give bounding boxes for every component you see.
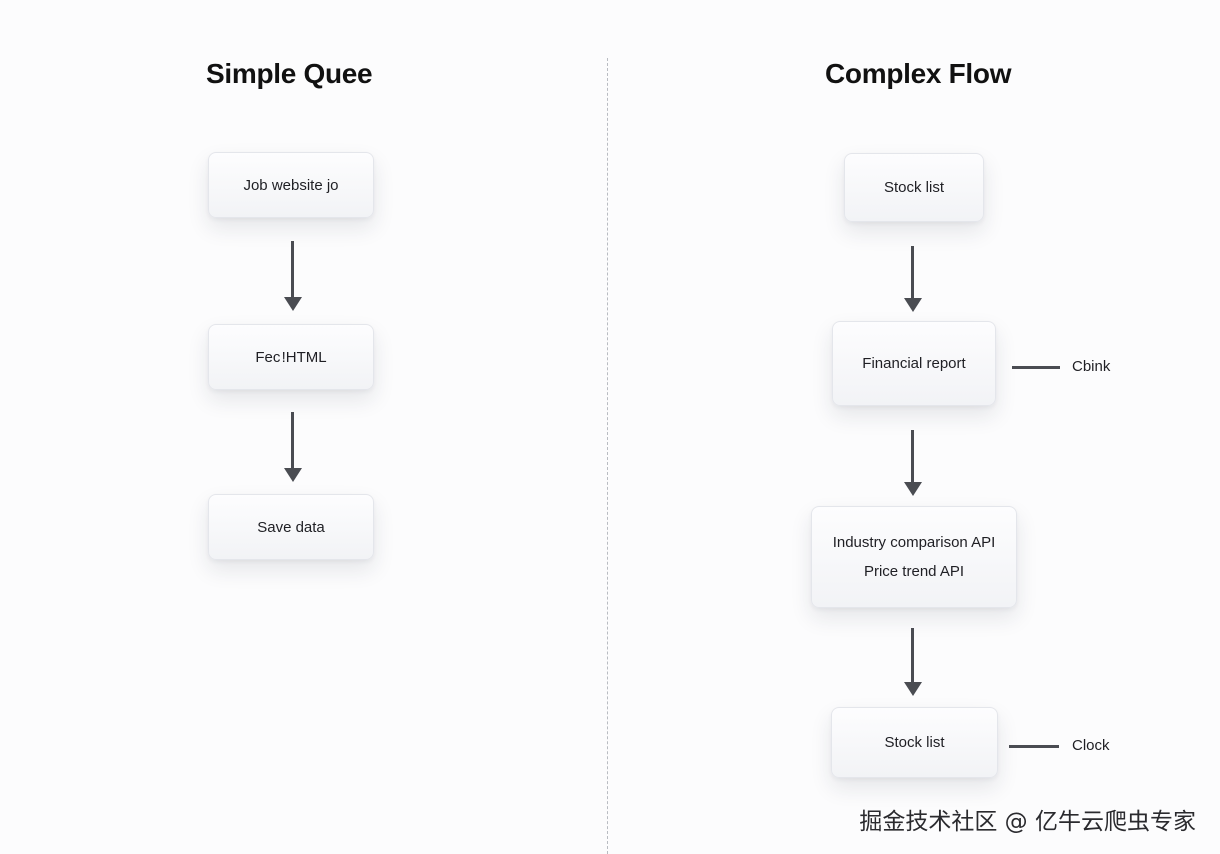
right-node-1-label: Stock list [883,179,944,196]
left-node-3: Save data [208,494,374,560]
left-node-3-label: Save data [257,518,325,536]
right-title: Complex Flow [825,58,1012,89]
right-node-3: Industry comparison API Price trend API [811,506,1017,608]
right-node-2-connector [1012,366,1060,369]
right-arrow-2 [903,430,923,496]
left-title: Simple Quee [206,58,373,89]
right-arrow-1 [903,246,923,312]
left-node-2: Fec !HTML [208,324,374,390]
right-arrow-3 [903,628,923,696]
left-node-1: Job website jo [208,152,374,218]
left-arrow-1 [283,241,303,311]
right-node-1: Stock list [844,153,984,222]
left-node-1-label: Job website jo [243,176,339,194]
watermark: 掘金技术社区 @ 亿牛云爬虫专家 [859,809,1196,835]
left-arrow-2 [283,412,303,482]
right-node-4-label: Stock list [884,734,945,751]
left-node-2-label: Fec !HTML [255,348,327,366]
right-node-3-line-2: Price trend API [863,563,965,580]
right-node-3-line-1: Industry comparison API [832,534,996,551]
right-node-2: Financial report [832,321,996,406]
column-divider [607,58,608,854]
right-node-2-label: Financial report [862,355,966,372]
right-node-4: Stock list [831,707,998,778]
right-node-2-side-label: Cbink [1072,358,1111,375]
right-node-4-side-label: Clock [1072,737,1110,754]
right-node-4-connector [1009,745,1059,748]
